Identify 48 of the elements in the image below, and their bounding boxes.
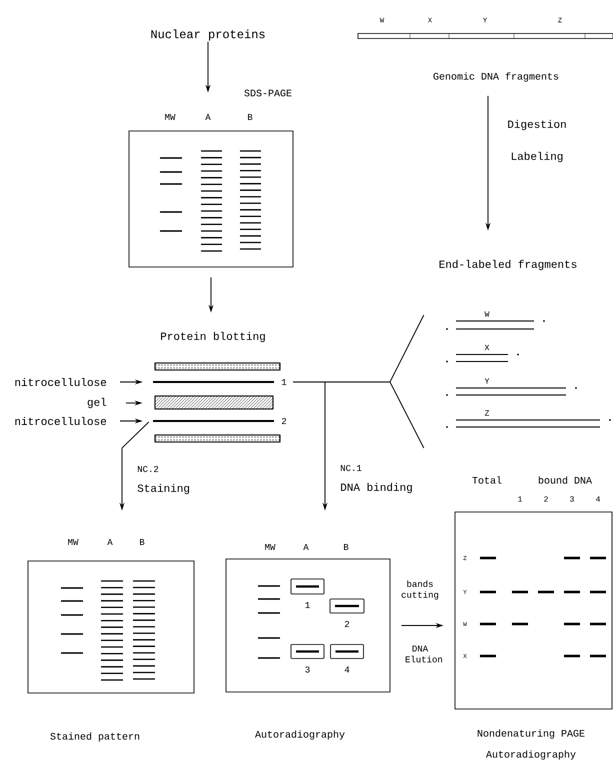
layer-label: nitrocellulose	[15, 416, 106, 426]
sheet-number: 2	[282, 418, 286, 424]
column-heading: bound DNA	[538, 476, 592, 484]
band-number: 4	[344, 666, 350, 672]
gel-caption: Autoradiography	[255, 730, 345, 740]
lane-label: MW	[265, 544, 276, 550]
edge-label: Digestion	[506, 118, 568, 132]
fragment-label: W	[484, 311, 490, 317]
lane-label: 4	[596, 496, 600, 502]
lane-label: B	[140, 539, 144, 545]
gel-caption: Nondenaturing PAGE	[478, 729, 584, 739]
lane-label: A	[303, 544, 309, 550]
sheet-number: 1	[282, 379, 286, 385]
step-label: Nuclear proteins	[151, 29, 265, 41]
step-label: Protein blotting	[161, 332, 265, 342]
layer-label: gel	[88, 398, 106, 408]
layer-label: nitrocellulose	[15, 378, 106, 386]
lane-label: 2	[544, 496, 548, 502]
lane-label: MW	[68, 539, 78, 545]
fragment-label: X	[484, 344, 490, 350]
edge-label: NC.2	[136, 464, 160, 474]
filter-pad	[154, 434, 280, 442]
fragment-label: Z	[484, 410, 490, 416]
lane-label: MW	[165, 114, 176, 120]
lane-label: 3	[570, 496, 574, 502]
step-label: Genomic DNA fragments	[434, 72, 558, 82]
fragment-label: Y	[484, 378, 490, 384]
step-note: DNA Elution	[406, 646, 442, 662]
edge-label: SDS-PAGE	[243, 88, 293, 98]
gel-caption: Stained pattern	[50, 732, 140, 742]
step-note: DNA binding	[341, 482, 412, 494]
lane-label: A	[205, 114, 211, 120]
lane-label: 1	[518, 496, 522, 502]
column-heading: Total	[472, 476, 502, 484]
gel-slab	[154, 396, 274, 410]
band-number: 2	[344, 621, 350, 628]
lane-label: B	[248, 114, 252, 120]
gel-caption: Autoradiography	[486, 750, 576, 760]
step-note: Labeling	[512, 152, 562, 162]
filter-pad	[154, 362, 280, 370]
edge-label: NC.1	[339, 464, 363, 472]
lane-label: A	[107, 539, 113, 545]
step-label: End-labeled fragments	[440, 260, 576, 270]
edge-label: bands cutting	[399, 579, 441, 601]
lane-label: B	[344, 544, 348, 550]
band-number: 3	[305, 666, 310, 673]
band-number: 1	[305, 602, 310, 608]
step-note: Staining	[138, 484, 190, 494]
